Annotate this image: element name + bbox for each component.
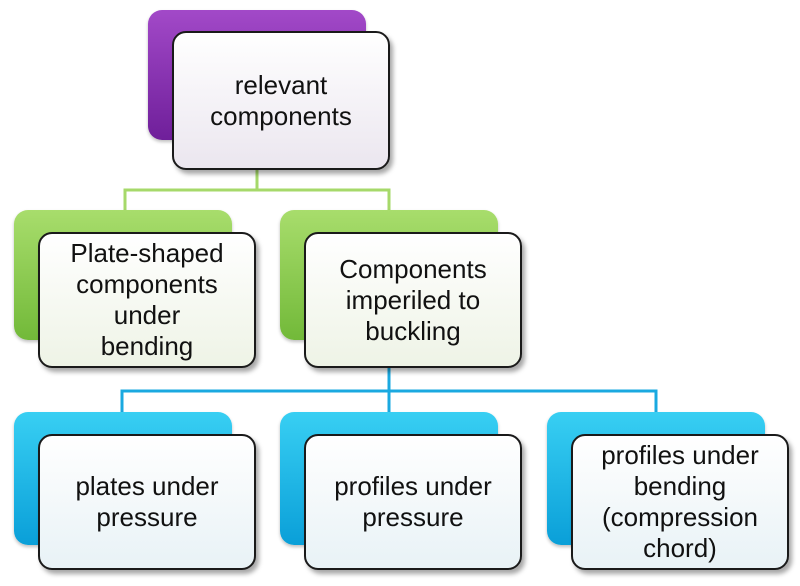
connector-root-to-plate [123, 165, 259, 210]
profiles-under-bending-node: profiles under bending (compression chor… [571, 434, 789, 570]
root-node: relevant components [172, 31, 390, 170]
connector-buckling-to-plates [120, 368, 391, 412]
components-imperiled-node: Components imperiled to buckling [304, 232, 522, 368]
connector-root-to-buckling [257, 188, 391, 210]
profiles-under-pressure-node: profiles under pressure [304, 434, 522, 570]
connector-buckling-to-bending [389, 389, 658, 412]
plates-under-pressure-node: plates under pressure [38, 434, 256, 570]
plate-shaped-components-node: Plate-shaped components under bending [38, 232, 256, 368]
